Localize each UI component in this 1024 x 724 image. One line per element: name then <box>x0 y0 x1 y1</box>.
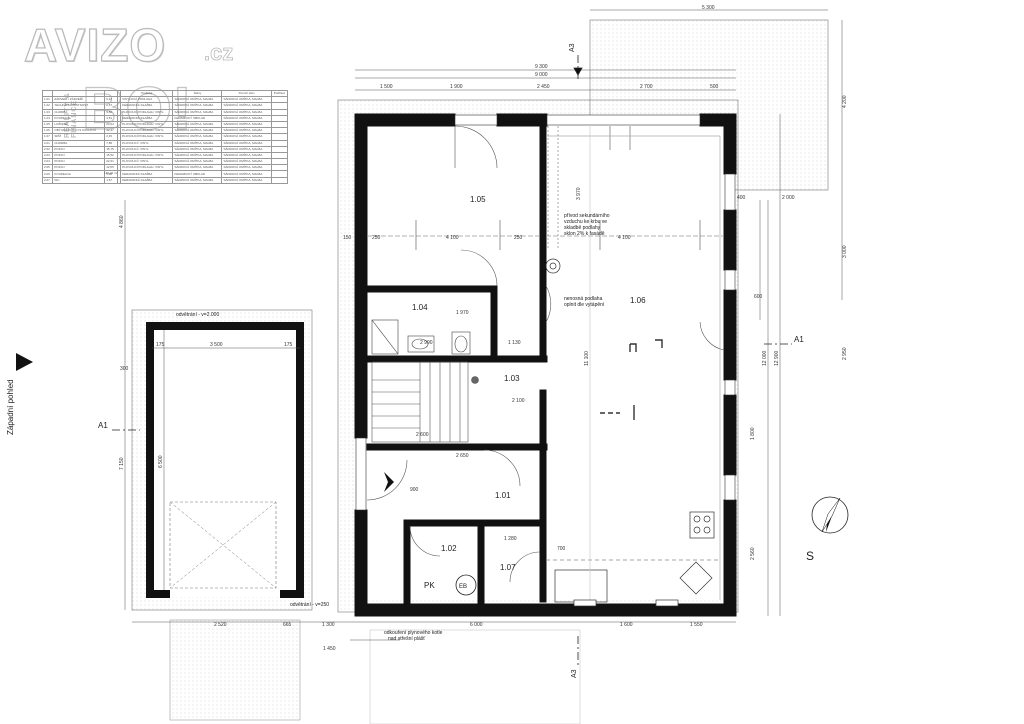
air-note-line-1: přívod sekundárního <box>564 213 610 219</box>
bathroom-fixtures <box>371 319 471 355</box>
air-note-line-3: skladbě podlahy <box>564 225 601 231</box>
gutter-note-1: odvětrání - v=2.000 <box>176 312 219 318</box>
dim-right-12900: 12 900 <box>774 350 780 366</box>
dim-in-1130: 1 130 <box>508 340 521 346</box>
dim-right-12000: 12 000 <box>762 350 768 366</box>
dim-right-11100: 11 100 <box>584 351 590 366</box>
table-cell: KERAMICKÁ DLAŽBA <box>120 176 174 184</box>
dim-in-600: 600 <box>754 294 763 300</box>
table-cell: 2.07 <box>41 176 54 184</box>
dim-right-4200: 4 200 <box>842 95 848 108</box>
dim-garage-300: 300 <box>120 366 129 372</box>
dim-top-500: 500 <box>710 84 719 90</box>
gas-note-line-1: odkouření plynového kotle <box>384 630 443 636</box>
dim-in-2560: 2 560 <box>750 547 756 560</box>
gas-note-line-2: nad střešní plášť <box>388 636 425 642</box>
gutter-note-2: odvětrání - v=250 <box>290 602 329 608</box>
room-1-03-label: 1.03 <box>504 374 520 383</box>
room-1-07-label: 1.07 <box>500 563 516 572</box>
eb-label: EB <box>459 584 467 590</box>
dim-bot-1450: 1 450 <box>323 646 336 652</box>
dim-top-2450: 2 450 <box>537 84 550 90</box>
dim-in-2600: 2 600 <box>416 432 429 438</box>
dim-left-4860: 4 860 <box>119 215 125 228</box>
dim-bot-665: 665 <box>283 622 292 628</box>
floor-note-line-1: nenosná podlaha <box>564 296 603 302</box>
dim-garage-175b: 175 <box>284 342 293 348</box>
section-a1-right: A1 <box>794 335 804 344</box>
room-1-05-label: 1.05 <box>470 195 486 204</box>
logo-brand: AVIZO <box>23 18 167 71</box>
dim-bot-2520: 2 520 <box>214 622 227 628</box>
pk-label: PK <box>424 581 435 590</box>
dim-in-4100b: 4 100 <box>618 235 631 241</box>
west-view-arrow-icon <box>16 353 33 371</box>
dim-bot-1600: 1 600 <box>620 622 633 628</box>
dim-in-2000: 2 000 <box>782 195 795 201</box>
floor-note-line-2: oplnit dle vytápění <box>564 302 605 308</box>
dim-in-1280: 1 280 <box>504 536 517 542</box>
dim-in-900: 900 <box>410 487 419 493</box>
dim-top-total2: 9 000 <box>535 72 548 78</box>
dim-left-7150: 7 150 <box>119 457 125 470</box>
section-a3-top: A3 <box>569 43 576 52</box>
dim-in-400: 400 <box>737 195 746 201</box>
dim-bot-6000: 6 000 <box>470 622 483 628</box>
table-total: 176,24 m² <box>104 171 118 175</box>
dim-garage-3500: 3 500 <box>210 342 223 348</box>
dim-top-total: 9 300 <box>535 64 548 70</box>
dim-top-5300: 5 300 <box>702 5 715 11</box>
doors <box>366 125 725 583</box>
dim-top-1900: 1 900 <box>450 84 463 90</box>
dim-right-3000: 3 000 <box>842 245 848 258</box>
entrance-arrow-icon <box>384 472 394 492</box>
utility-symbols <box>455 574 477 596</box>
dim-garage-175a: 175 <box>156 342 165 348</box>
garage <box>146 322 304 598</box>
room-1-06-label: 1.06 <box>630 296 646 305</box>
north-arrow-icon <box>811 496 849 534</box>
dim-in-1800: 1 800 <box>750 427 756 440</box>
dim-bot-1550: 1 550 <box>690 622 703 628</box>
dim-right-2950: 2 950 <box>842 347 848 360</box>
table-cell: 1,67 <box>104 176 118 184</box>
north-label: S <box>806 549 814 563</box>
dim-in-150: 150 <box>343 235 352 241</box>
logo-tld: .cz <box>204 40 234 66</box>
section-a1-left: A1 <box>98 421 108 430</box>
dim-in-2990: 2 990 <box>420 340 433 346</box>
dim-in-3970: 3 970 <box>576 187 582 200</box>
dim-in-250a: 250 <box>372 235 381 241</box>
section-a3-bottom: A3 <box>571 669 578 678</box>
dim-garage-6500: 6 500 <box>158 455 164 468</box>
table-cell <box>270 176 289 184</box>
room-1-04-label: 1.04 <box>412 303 428 312</box>
dimension-lines <box>124 9 843 641</box>
dim-in-700: 700 <box>557 546 566 552</box>
section-markers <box>112 55 792 665</box>
dim-bot-1300: 1 300 <box>322 622 335 628</box>
air-note-line-4: sklon 2% k fasádě <box>564 231 605 237</box>
windows <box>355 114 736 511</box>
house-walls <box>354 113 737 617</box>
dim-top-1500: 1 500 <box>380 84 393 90</box>
dim-in-250b: 250 <box>514 235 523 241</box>
dim-in-2650: 2 650 <box>456 453 469 459</box>
dim-top-2700: 2 700 <box>640 84 653 90</box>
room-1-01-label: 1.01 <box>495 491 511 500</box>
air-note-line-2: vzduchu ke krbu ve <box>564 219 607 225</box>
dim-in-2100: 2 100 <box>512 398 525 404</box>
living-room-details <box>367 126 724 607</box>
dim-in-1970: 1 970 <box>456 310 469 316</box>
staircase <box>371 361 479 443</box>
dim-in-4100a: 4 100 <box>446 235 459 241</box>
room-1-02-label: 1.02 <box>441 544 457 553</box>
